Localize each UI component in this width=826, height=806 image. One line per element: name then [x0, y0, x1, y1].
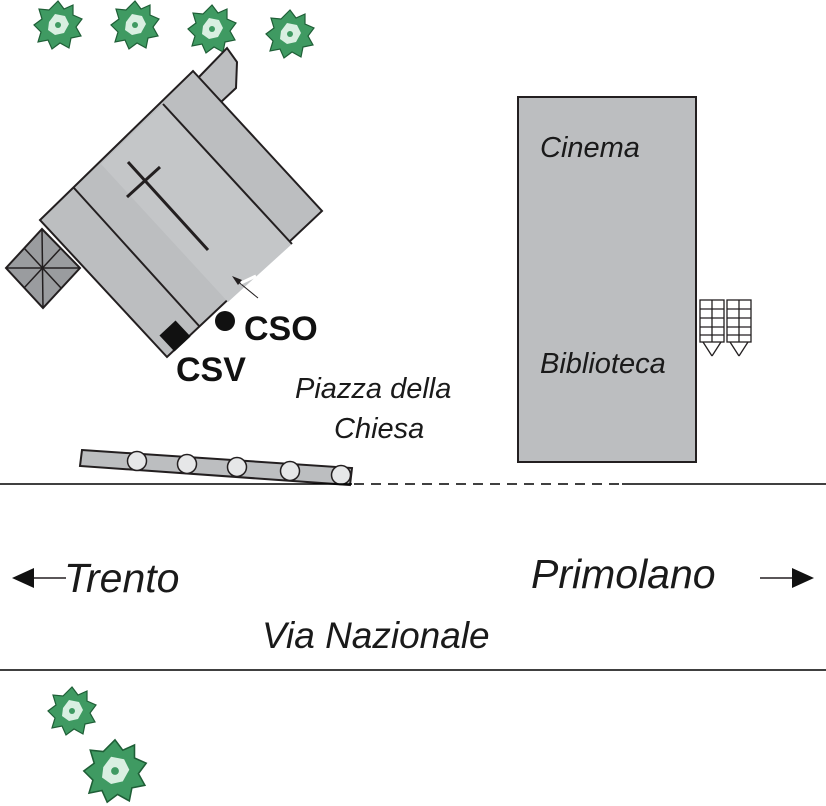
church-division-line [162, 103, 293, 245]
label-piazza-line1: Piazza della [295, 373, 451, 405]
filled-circle-icon [215, 311, 235, 331]
shrub-icon [265, 9, 315, 59]
tree-group-top [33, 0, 315, 59]
church-tower [4, 227, 82, 310]
arrow-right-icon [760, 568, 814, 588]
tree-group-bottom [47, 686, 147, 803]
parking-strip [78, 448, 354, 487]
bollard [126, 450, 148, 472]
label-via-nazionale: Via Nazionale [262, 615, 490, 656]
label-primolano: Primolano [531, 551, 716, 597]
label-csv: CSV [176, 351, 246, 389]
filled-square-icon [159, 320, 191, 352]
shrub-icon [187, 4, 237, 54]
shrub-icon [83, 739, 147, 803]
bollard [330, 464, 352, 486]
label-biblioteca: Biblioteca [540, 348, 666, 380]
road [0, 483, 826, 671]
shrub-icon [33, 0, 83, 50]
bollard [176, 453, 198, 475]
label-trento: Trento [64, 555, 179, 601]
label-cso: CSO [244, 310, 318, 348]
scaffold-structure [699, 299, 752, 357]
bollard [279, 460, 301, 482]
church-division-line [73, 187, 201, 328]
bollard [226, 456, 248, 478]
label-cinema: Cinema [540, 132, 640, 164]
arrow-left-icon [12, 568, 66, 588]
church [4, 46, 324, 359]
entrance-arrow [232, 274, 259, 299]
shrub-icon [110, 0, 160, 50]
cinema-biblioteca-building [517, 96, 697, 463]
latin-cross-icon [125, 160, 210, 252]
church-front-face [101, 104, 292, 302]
shrub-icon [47, 686, 97, 736]
label-piazza-line2: Chiesa [334, 413, 424, 445]
